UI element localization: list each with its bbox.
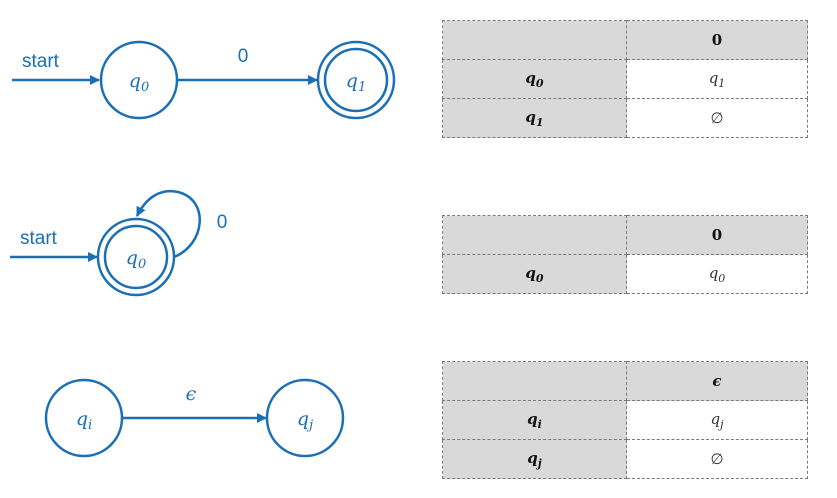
- loop-label-q0: 0: [217, 212, 228, 233]
- row-state-cell: qi: [442, 400, 627, 440]
- empty-set-cell: ∅: [626, 98, 808, 138]
- table-row: q1 ∅: [442, 98, 808, 138]
- header-symbol-cell: ϵ: [626, 361, 808, 401]
- header-corner-cell: [442, 361, 627, 401]
- header-corner-cell: [442, 20, 627, 60]
- row-state-cell: q0: [442, 254, 627, 294]
- header-corner-cell: [442, 215, 627, 255]
- transition-label-qi-qj: ϵ: [186, 383, 197, 405]
- accept-ring-q1: [323, 47, 389, 113]
- empty-set-cell: ∅: [626, 439, 808, 479]
- next-state-cell: q0: [626, 254, 808, 294]
- table-row: q0 q0: [442, 254, 808, 294]
- state-q1-node[interactable]: [316, 40, 396, 120]
- next-state-cell: q1: [626, 59, 808, 99]
- next-state-cell: qj: [626, 400, 808, 440]
- state-qj-node[interactable]: [265, 378, 345, 458]
- header-symbol-cell: 0: [626, 215, 808, 255]
- state-q0-label-2: q0: [126, 247, 146, 272]
- start-label-1: start: [22, 51, 60, 72]
- row-state-cell: q1: [442, 98, 627, 138]
- diagram-1: start q0 0 q1: [12, 40, 396, 120]
- transition-label-q0-q1: 0: [238, 46, 249, 67]
- transition-table-3: ϵ qi qj qj ∅: [442, 361, 808, 479]
- diagram-2: start q0 0: [10, 189, 228, 297]
- header-symbol-cell: 0: [626, 20, 808, 60]
- diagram-3: qi ϵ qj: [44, 378, 345, 458]
- state-qi-label: qi: [76, 408, 92, 433]
- table-row: qj ∅: [442, 439, 808, 479]
- state-q0-label: q0: [129, 70, 149, 95]
- row-state-cell: q0: [442, 59, 627, 99]
- accept-ring-q0-2: [103, 224, 169, 290]
- state-q1-label: q1: [346, 70, 366, 95]
- transition-table-1: 0 q0 q1 q1 ∅: [442, 20, 808, 138]
- transition-table-2: 0 q0 q0: [442, 215, 808, 294]
- row-state-cell: qj: [442, 439, 627, 479]
- table-row: q0 q1: [442, 59, 808, 99]
- state-qj-label: qj: [297, 408, 313, 433]
- table-header-row: ϵ: [442, 361, 808, 401]
- table-header-row: 0: [442, 20, 808, 60]
- table-row: qi qj: [442, 400, 808, 440]
- start-label-2: start: [20, 228, 58, 249]
- table-header-row: 0: [442, 215, 808, 255]
- self-loop-q0: [135, 189, 201, 259]
